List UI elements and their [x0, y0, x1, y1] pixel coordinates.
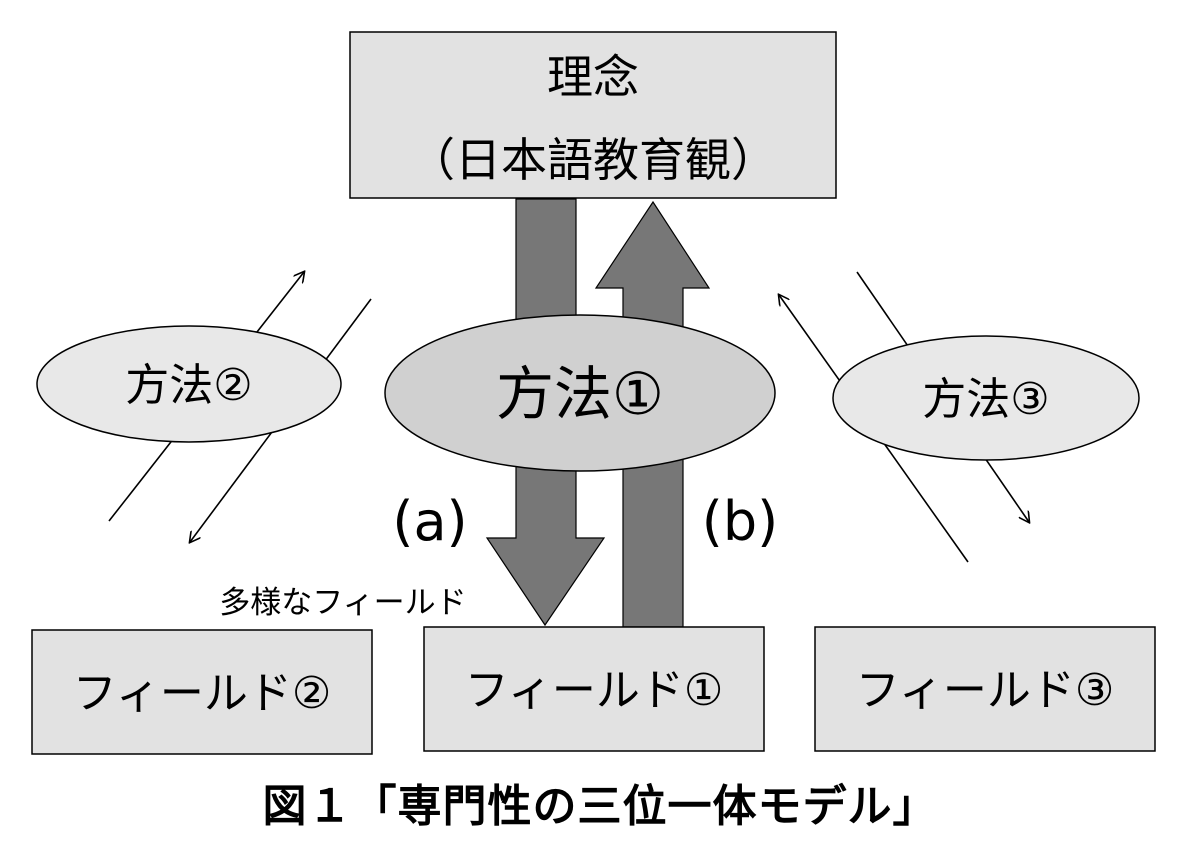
arrow-b-label: (b) — [702, 490, 778, 553]
method-1-ellipse — [384, 314, 776, 472]
field-3-box — [814, 626, 1156, 752]
field-2-box — [31, 629, 373, 755]
method-3-label: 方法③ — [922, 374, 1049, 425]
field-1-box — [423, 626, 765, 752]
figure-caption: 図１「専門性の三位一体モデル」 — [262, 781, 938, 832]
various-fields-label: 多様なフィールド — [219, 585, 466, 621]
field-2-label: フィールド② — [73, 668, 332, 719]
field-3-label: フィールド③ — [856, 665, 1115, 716]
method-2-label: 方法② — [125, 360, 252, 411]
field-1-label: フィールド① — [465, 665, 724, 716]
arrow-a-label: (a) — [392, 490, 467, 553]
method-1-label: 方法① — [496, 360, 664, 428]
ideal-box — [349, 31, 837, 199]
ideal-box-title: 理念 — [547, 50, 639, 104]
method-3-ellipse — [832, 335, 1140, 461]
method-2-ellipse — [36, 325, 342, 443]
ideal-box-subtitle: （日本語教育観） — [409, 133, 777, 187]
